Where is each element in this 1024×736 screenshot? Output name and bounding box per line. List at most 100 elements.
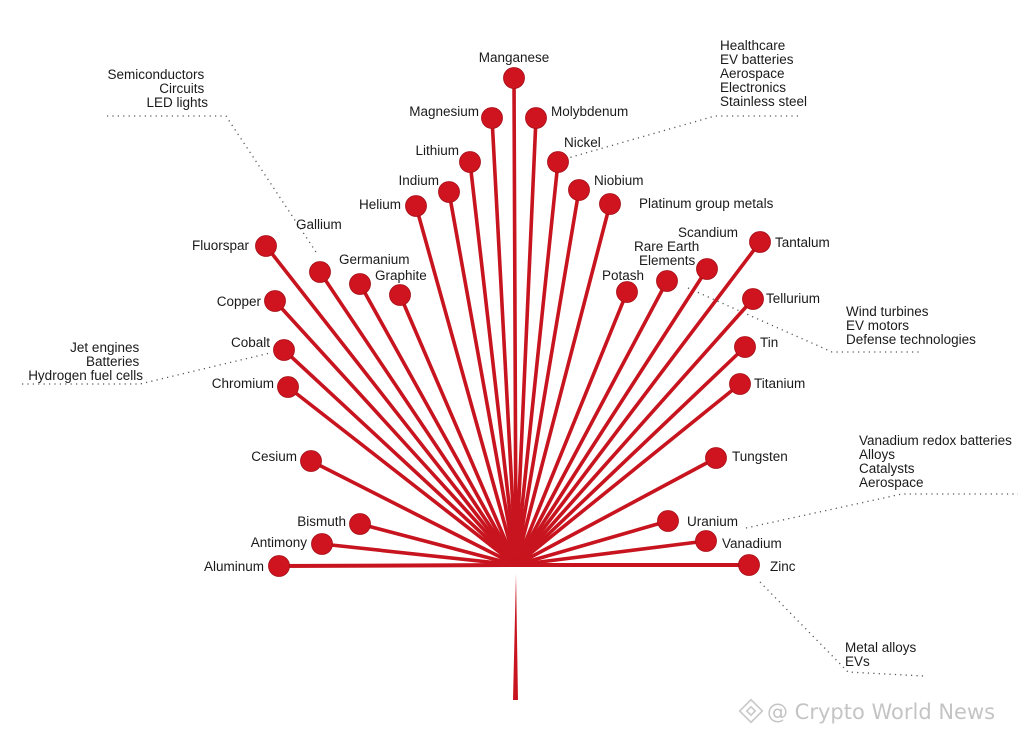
- node-tin: [734, 336, 756, 358]
- ray-germanium: [358, 282, 518, 567]
- ray-lithium: [468, 160, 518, 567]
- ray-chromium: [286, 385, 518, 567]
- node-chromium: [277, 376, 299, 398]
- label-rare-earth-line: Elements: [639, 253, 696, 268]
- node-cobalt: [273, 339, 295, 361]
- ray-aluminum: [277, 563, 518, 568]
- label-aluminum: Aluminum: [204, 559, 264, 574]
- ray-nickel: [514, 160, 560, 567]
- leader-wind: [687, 287, 922, 353]
- label-antimony: Antimony: [251, 535, 308, 550]
- node-nickel: [547, 151, 569, 173]
- label-tungsten: Tungsten: [732, 449, 788, 464]
- label-graphite: Graphite: [375, 268, 427, 283]
- annotation-line: Hydrogen fuel cells: [28, 368, 143, 383]
- node-antimony: [311, 533, 333, 555]
- nodes: [255, 67, 771, 577]
- node-gallium: [309, 261, 331, 283]
- ray-copper: [273, 299, 518, 567]
- leader-lines: [22, 115, 1018, 677]
- ray-magnesium: [490, 116, 518, 567]
- label-rare-earth-line: Rare Earth: [634, 239, 699, 254]
- label-magnesium: Magnesium: [409, 104, 479, 119]
- annotation-line: Jet engines: [70, 340, 139, 355]
- label-nickel: Nickel: [564, 135, 601, 150]
- ray-fluorspar: [264, 244, 518, 567]
- label-tellurium: Tellurium: [766, 291, 820, 306]
- node-magnesium: [481, 107, 503, 129]
- annotation-line: Batteries: [86, 354, 140, 369]
- node-zinc: [738, 554, 760, 576]
- node-uranium: [657, 510, 679, 532]
- node-manganese: [503, 67, 525, 89]
- label-zinc: Zinc: [770, 559, 796, 574]
- annotation-line: LED lights: [146, 95, 208, 110]
- leaf-stem: [513, 574, 518, 700]
- ray-niobium: [514, 188, 581, 567]
- annotation-line: EV batteries: [720, 52, 794, 67]
- node-indium: [438, 181, 460, 203]
- ray-platinum: [514, 202, 612, 567]
- ray-cobalt: [282, 348, 518, 567]
- watermark: @ Crypto World News: [738, 698, 995, 724]
- element-labels: Manganese Magnesium Molybdenum Lithium N…: [192, 50, 830, 574]
- node-copper: [264, 290, 286, 312]
- node-niobium: [568, 179, 590, 201]
- label-manganese: Manganese: [479, 50, 550, 65]
- label-platinum: Platinum group metals: [639, 196, 774, 211]
- annotation-metal: Metal alloys EVs: [845, 640, 920, 669]
- leader-metal: [759, 581, 925, 677]
- node-vanadium: [695, 530, 717, 552]
- label-bismuth: Bismuth: [297, 514, 346, 529]
- label-scandium: Scandium: [678, 225, 738, 240]
- label-indium: Indium: [398, 173, 439, 188]
- label-copper: Copper: [217, 294, 262, 309]
- ray-helium: [414, 204, 518, 567]
- label-helium: Helium: [359, 197, 401, 212]
- ray-manganese: [512, 76, 518, 567]
- ray-uranium: [514, 519, 670, 567]
- label-titanium: Titanium: [754, 376, 805, 391]
- node-cesium: [300, 450, 322, 472]
- annotation-line: Aerospace: [720, 66, 785, 81]
- annotation-line: Defense technologies: [846, 332, 976, 347]
- label-rare-earth: Rare Earth Elements: [634, 239, 703, 268]
- ray-antimony: [320, 542, 518, 567]
- label-potash: Potash: [602, 268, 644, 283]
- node-tellurium: [742, 288, 764, 310]
- label-lithium: Lithium: [415, 143, 459, 158]
- annotation-line: Semiconductors: [107, 67, 204, 82]
- node-bismuth: [349, 513, 371, 535]
- label-cobalt: Cobalt: [231, 335, 270, 350]
- ray-scandium: [514, 267, 709, 567]
- annotation-line: Circuits: [159, 81, 204, 96]
- annotation-vanadium: Vanadium redox batteries Alloys Catalyst…: [859, 433, 1016, 490]
- watermark-text: @ Crypto World News: [767, 700, 995, 724]
- node-germanium: [349, 273, 371, 295]
- annotation-semiconductors: Semiconductors Circuits LED lights: [107, 67, 208, 110]
- label-molybdenum: Molybdenum: [551, 104, 628, 119]
- node-aluminum: [268, 555, 290, 577]
- leader-healthcare: [567, 115, 798, 159]
- node-molybdenum: [525, 107, 547, 129]
- node-potash: [616, 281, 638, 303]
- annotation-jet: Jet engines Batteries Hydrogen fuel cell…: [28, 340, 143, 383]
- label-vanadium: Vanadium: [722, 536, 782, 551]
- annotation-line: Wind turbines: [846, 304, 929, 319]
- label-gallium: Gallium: [296, 217, 342, 232]
- annotation-wind: Wind turbines EV motors Defense technolo…: [846, 304, 976, 347]
- node-lithium: [459, 151, 481, 173]
- label-tantalum: Tantalum: [775, 235, 830, 250]
- ray-indium: [447, 190, 518, 567]
- ray-gallium: [318, 270, 518, 567]
- label-niobium: Niobium: [594, 173, 644, 188]
- node-rare-earth: [656, 270, 678, 292]
- ray-tellurium: [514, 297, 755, 567]
- annotation-line: EV motors: [846, 318, 909, 333]
- ray-bismuth: [358, 522, 518, 567]
- annotation-line: Metal alloys: [845, 640, 917, 655]
- ray-tantalum: [514, 240, 762, 567]
- leader-semiconductors: [107, 115, 317, 253]
- label-fluorspar: Fluorspar: [192, 238, 250, 253]
- label-germanium: Germanium: [339, 252, 410, 267]
